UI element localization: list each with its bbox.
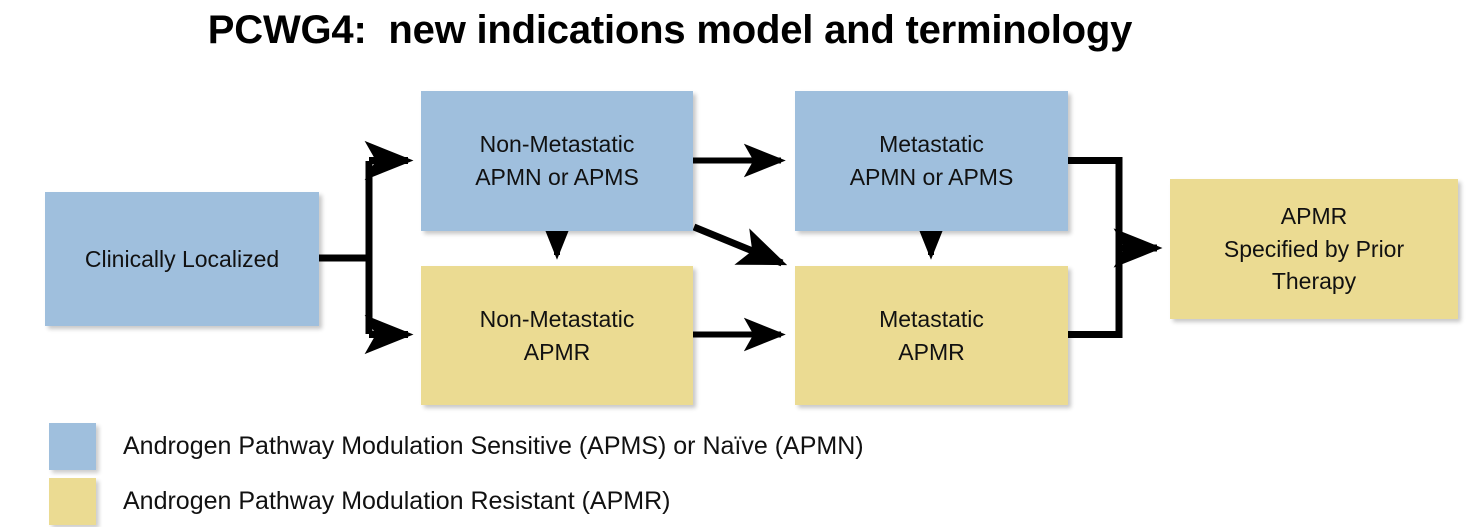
node-label-line: Non-Metastatic [479,131,635,158]
node-label-line: Clinically Localized [84,245,280,272]
legend-item-sensitive-naive: Androgen Pathway Modulation Sensitive (A… [49,423,864,470]
node-label-line: APMR [1280,203,1348,230]
node-nonmetastatic-apmn-apms[interactable]: Non-Metastatic APMN or APMS [421,91,693,231]
node-apmr-specified-by-prior-therapy[interactable]: APMR Specified by Prior Therapy [1170,179,1458,319]
edge-clinically-localized-split [319,140,414,355]
node-label-line: Metastatic [879,131,984,158]
node-metastatic-apmn-apms[interactable]: Metastatic APMN or APMS [795,91,1068,231]
edge-nonmet-apms-to-met-apmr [692,223,788,267]
legend-item-resistant: Androgen Pathway Modulation Resistant (A… [49,478,671,525]
legend-label-resistant: Androgen Pathway Modulation Resistant (A… [123,486,671,515]
page-title: PCWG4: new indications model and termino… [207,8,1133,52]
edge-merge-to-apmr-prior-therapy [1068,157,1163,338]
legend-swatch-blue [49,423,96,470]
legend-swatch-yellow [49,478,96,525]
node-label-line: Non-Metastatic [479,305,635,332]
node-label-line: APMN or APMS [849,164,1014,190]
legend-label-sensitive-naive: Androgen Pathway Modulation Sensitive (A… [123,431,864,460]
node-metastatic-apmr[interactable]: Metastatic APMR [795,266,1068,405]
node-label-line: Therapy [1271,268,1357,295]
node-label-line: APMR [523,338,591,365]
node-label-line: APMR [898,338,965,365]
node-nonmetastatic-apmr[interactable]: Non-Metastatic APMR [421,266,693,405]
node-label-line: Specified by Prior [1223,235,1405,262]
node-clinically-localized[interactable]: Clinically Localized [45,192,319,326]
node-label-line: APMN or APMS [475,164,639,190]
node-label-line: Metastatic [879,305,984,332]
